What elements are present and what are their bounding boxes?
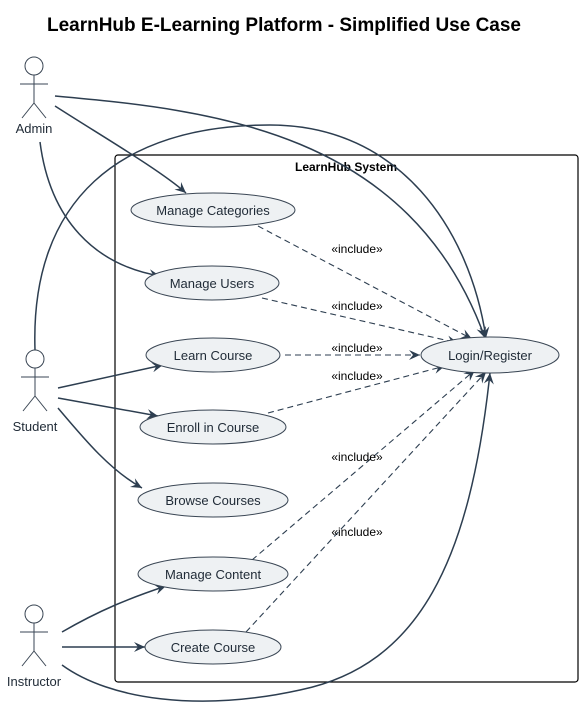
- use-case-label: Browse Courses: [165, 493, 261, 508]
- associations: [34, 95, 494, 702]
- use-case-manage-categories[interactable]: Manage Categories: [130, 192, 296, 228]
- use-case-manage-users[interactable]: Manage Users: [144, 265, 280, 301]
- actor-student[interactable]: Student: [13, 349, 58, 434]
- assoc-admin-manage-categories: [54, 105, 187, 194]
- system-boundary: [114, 154, 579, 683]
- include-label: «include»: [331, 369, 383, 383]
- include-manage-categories: [257, 225, 473, 340]
- assoc-instructor-manage-content: [61, 584, 167, 633]
- stick-figure-icon: [20, 56, 48, 119]
- use-case-enroll-in-course[interactable]: Enroll in Course: [139, 409, 287, 445]
- include-enroll-course: [267, 363, 446, 414]
- use-case-login-register[interactable]: Login/Register: [420, 336, 560, 374]
- include-label: «include»: [331, 299, 383, 313]
- stick-figure-icon: [20, 604, 48, 667]
- use-case-label: Create Course: [171, 640, 256, 655]
- assoc-student-learn-course: [57, 362, 164, 389]
- use-case-label: Manage Content: [165, 567, 262, 582]
- use-case-learn-course[interactable]: Learn Course: [145, 337, 281, 373]
- diagram-title: LearnHub E-Learning Platform - Simplifie…: [47, 15, 521, 36]
- include-label: «include»: [331, 242, 383, 256]
- assoc-student-login: [34, 124, 490, 351]
- assoc-student-enroll: [57, 397, 159, 419]
- use-case-browse-courses[interactable]: Browse Courses: [137, 482, 289, 518]
- actor-label: Admin: [16, 121, 53, 136]
- include-label: «include»: [331, 341, 383, 355]
- assoc-admin-manage-users: [39, 141, 161, 280]
- actor-instructor[interactable]: Instructor: [7, 604, 62, 689]
- use-case-manage-content[interactable]: Manage Content: [137, 556, 289, 592]
- include-manage-users: [261, 297, 459, 346]
- actor-label: Student: [13, 419, 58, 434]
- assoc-student-browse: [57, 407, 143, 489]
- include-dependencies: [245, 225, 487, 633]
- stick-figure-icon: [21, 349, 49, 412]
- include-manage-content: [251, 369, 476, 561]
- use-case-label: Enroll in Course: [167, 420, 260, 435]
- actor-admin[interactable]: Admin: [16, 56, 53, 136]
- use-case-label: Manage Users: [170, 276, 255, 291]
- include-create-course: [245, 371, 487, 633]
- include-label: «include»: [331, 525, 383, 539]
- assoc-admin-login: [54, 95, 486, 339]
- use-case-label: Login/Register: [448, 348, 532, 363]
- actor-label: Instructor: [7, 674, 62, 689]
- include-label: «include»: [331, 450, 383, 464]
- use-case-create-course[interactable]: Create Course: [144, 629, 282, 665]
- use-case-label: Manage Categories: [156, 203, 270, 218]
- use-case-label: Learn Course: [174, 348, 253, 363]
- assoc-instructor-login: [61, 372, 494, 702]
